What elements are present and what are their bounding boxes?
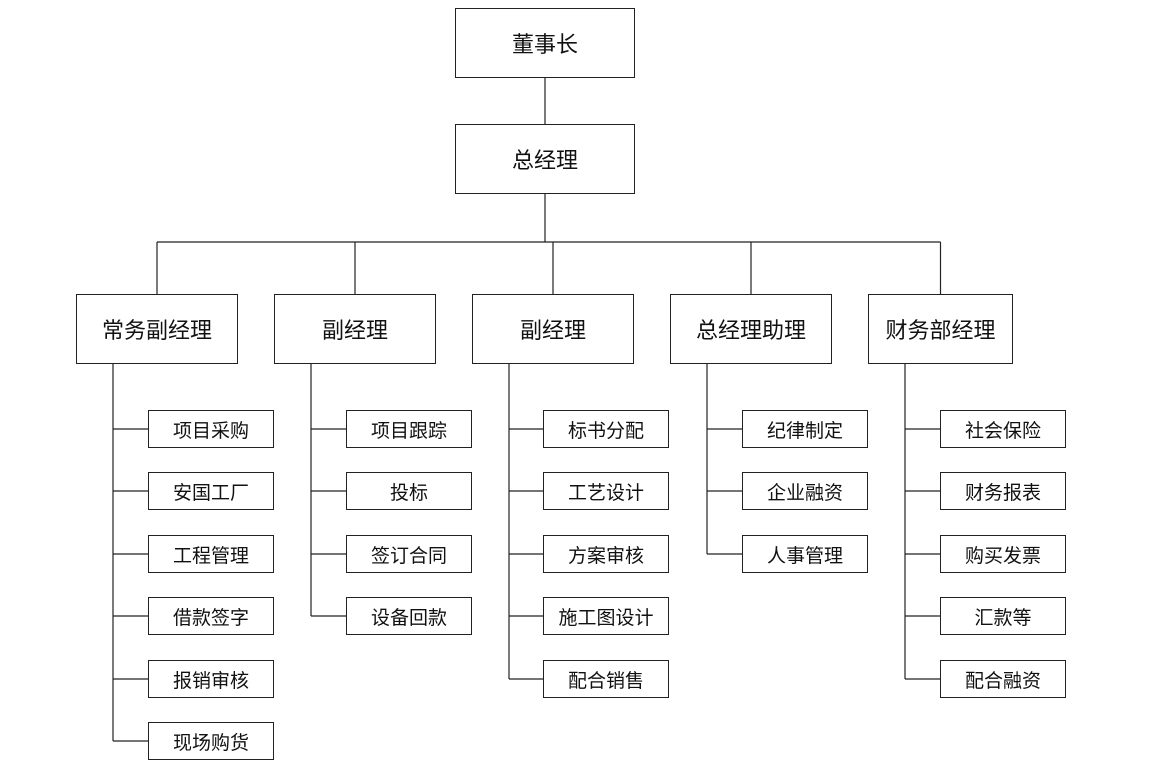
task-box: 签订合同 [346,535,472,573]
task-box: 企业融资 [742,472,868,510]
task-box: 购买发票 [940,535,1066,573]
task-box: 配合销售 [543,660,669,698]
general-manager-box: 总经理 [455,124,635,194]
department-box: 副经理 [472,294,634,364]
task-box: 标书分配 [543,410,669,448]
task-box: 工程管理 [148,535,274,573]
task-box: 方案审核 [543,535,669,573]
task-box: 汇款等 [940,597,1066,635]
task-box: 配合融资 [940,660,1066,698]
task-box: 项目跟踪 [346,410,472,448]
chairman-box: 董事长 [455,8,635,78]
department-box: 财务部经理 [868,294,1013,364]
task-box: 施工图设计 [543,597,669,635]
task-box: 人事管理 [742,535,868,573]
task-box: 工艺设计 [543,472,669,510]
department-box: 总经理助理 [670,294,832,364]
task-box: 报销审核 [148,660,274,698]
task-box: 借款签字 [148,597,274,635]
task-box: 现场购货 [148,722,274,760]
department-box: 常务副经理 [76,294,238,364]
department-box: 副经理 [274,294,436,364]
task-box: 社会保险 [940,410,1066,448]
task-box: 安国工厂 [148,472,274,510]
task-box: 财务报表 [940,472,1066,510]
task-box: 纪律制定 [742,410,868,448]
task-box: 项目采购 [148,410,274,448]
task-box: 投标 [346,472,472,510]
task-box: 设备回款 [346,597,472,635]
